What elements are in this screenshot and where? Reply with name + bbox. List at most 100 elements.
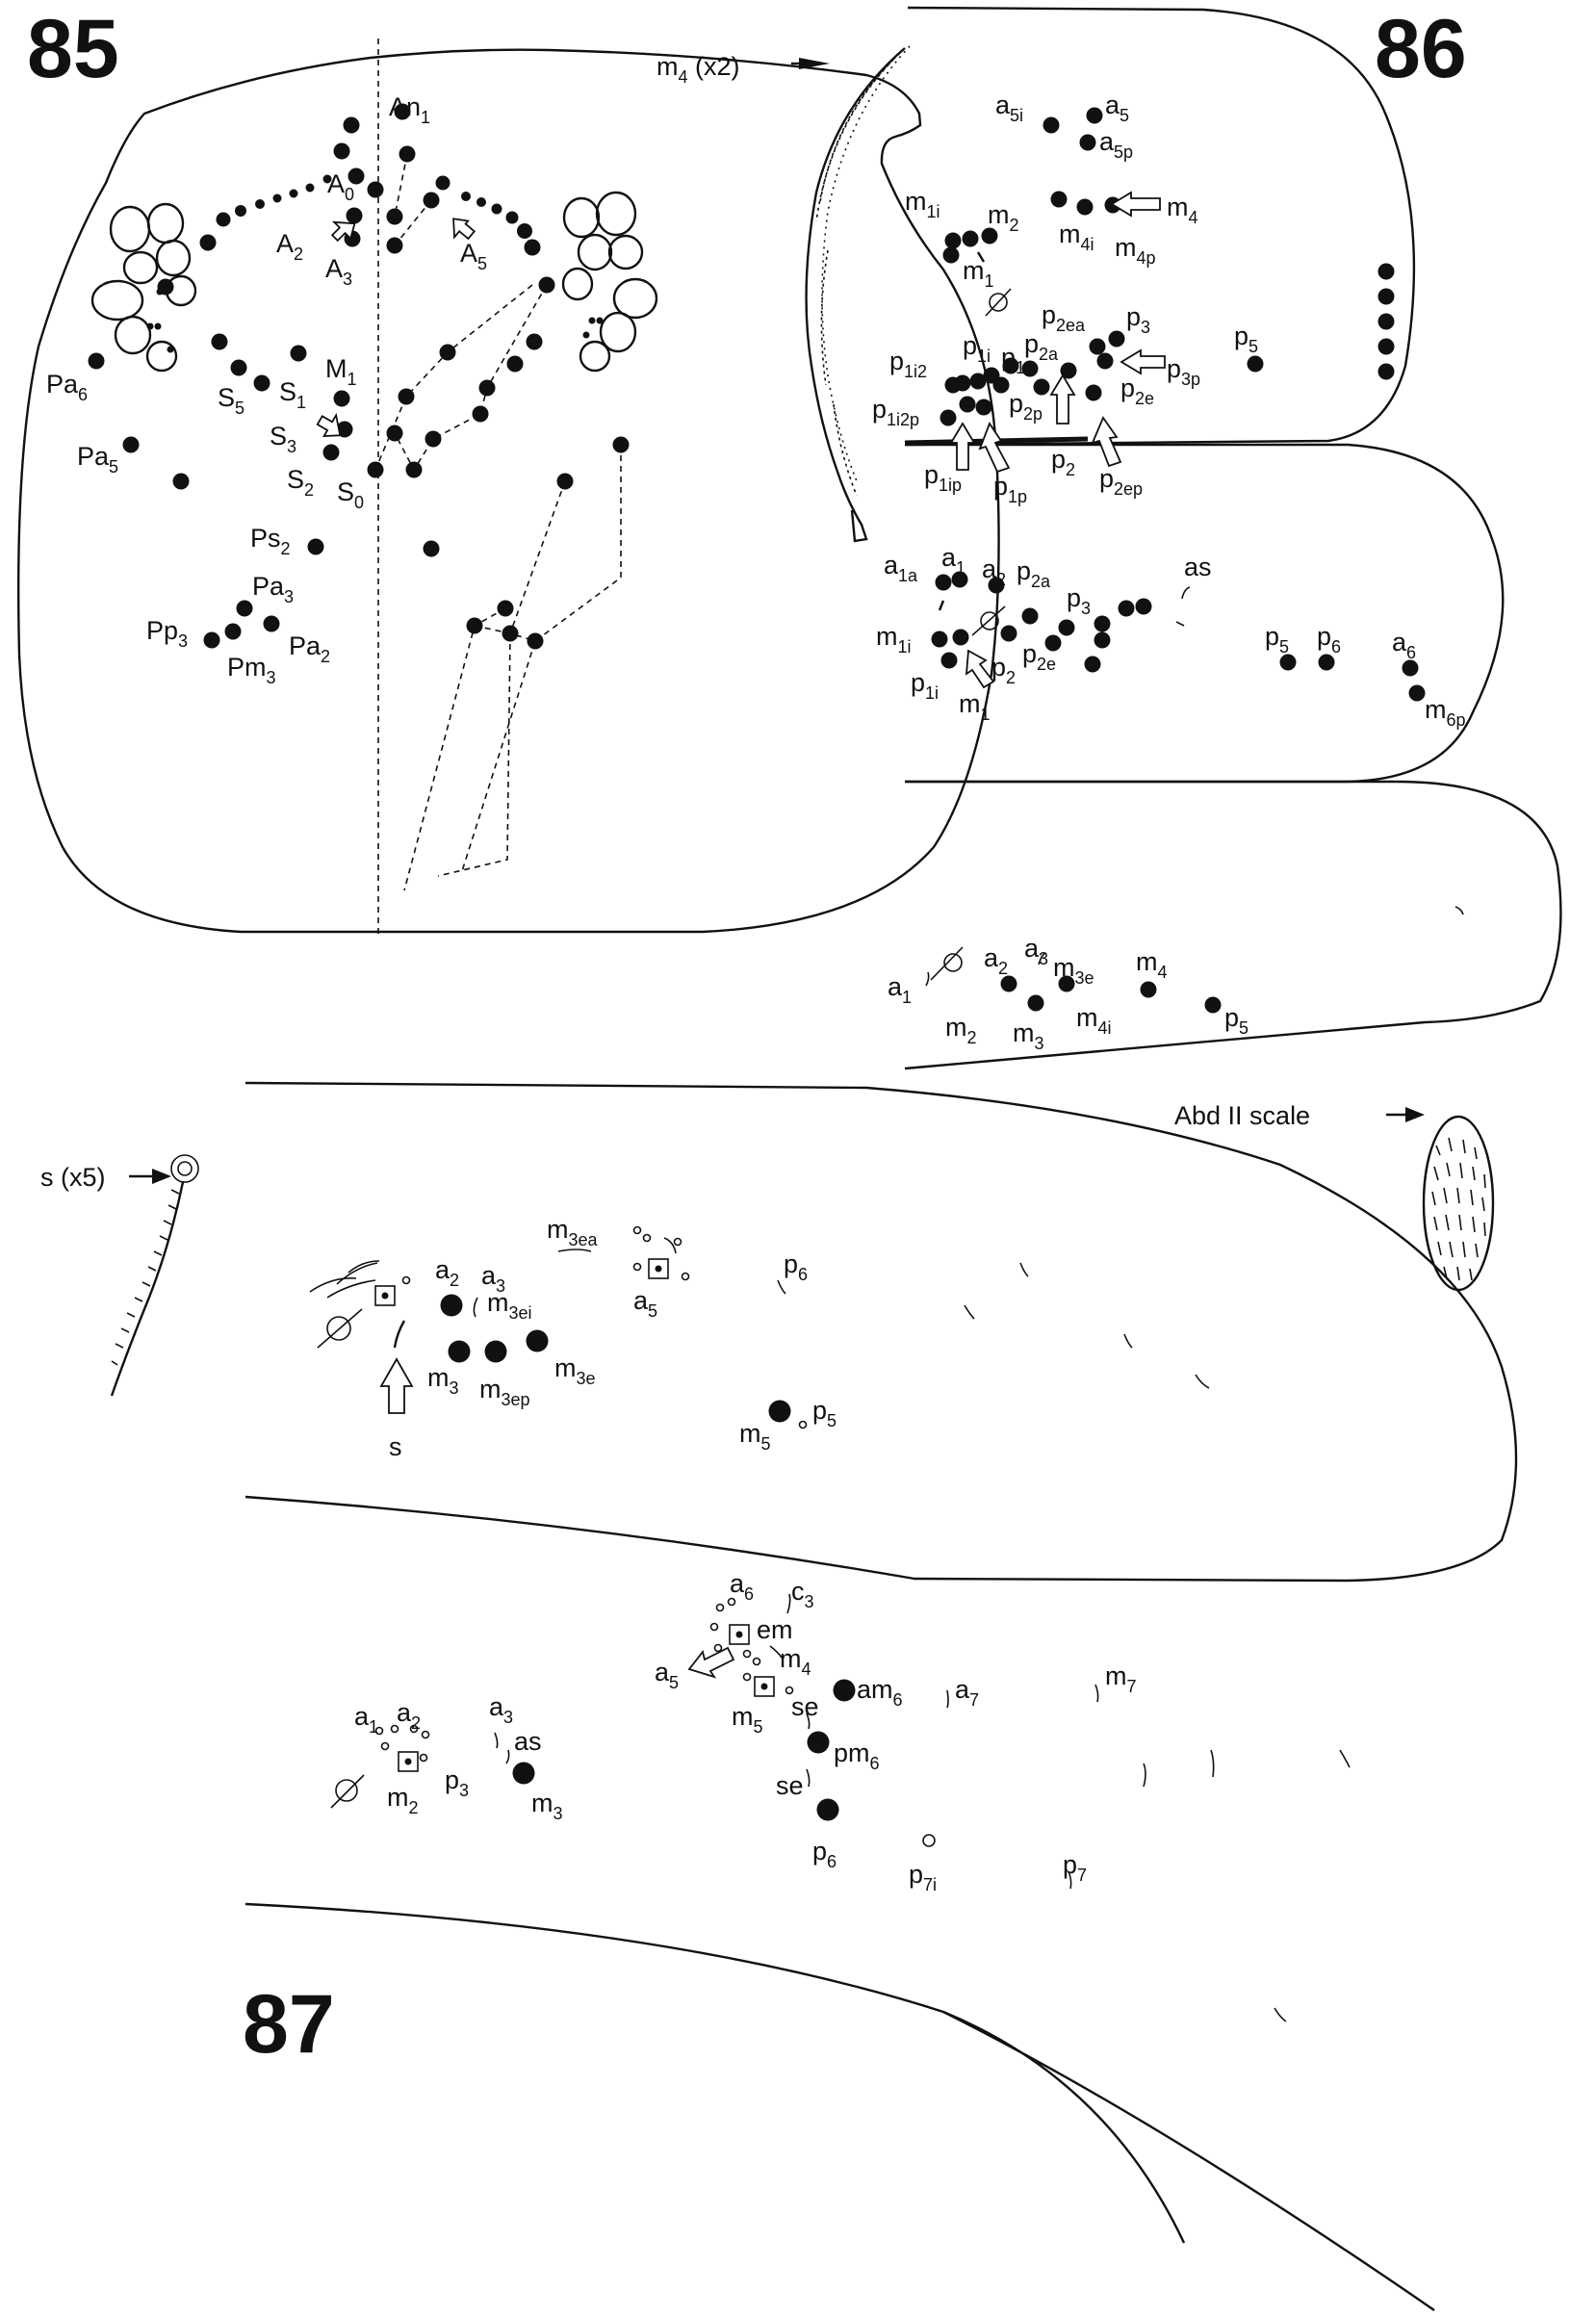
- svg-text:a3: a3: [489, 1692, 513, 1727]
- head-labels: An1 A0 A2 A3 A5 M1 S1 S5 S3 S2 S0 Pa6 Pa…: [46, 92, 487, 687]
- svg-text:m3ea: m3ea: [547, 1215, 599, 1249]
- abdomen-III-lower-outline: [245, 1902, 1186, 2244]
- arrow-p3p-icon: [1120, 348, 1166, 375]
- svg-text:m4: m4: [1167, 193, 1198, 227]
- svg-text:p5: p5: [1265, 622, 1289, 656]
- svg-text:A5: A5: [460, 239, 487, 273]
- abdomen-III-labels: a6 c3 em a5 m4 m5 se am6 a7 m7 a1 a2 a3 …: [354, 1569, 1137, 1894]
- arrow-s1-icon: [316, 412, 342, 438]
- svg-text:a6: a6: [1392, 628, 1416, 662]
- figure-85-head: 85: [16, 3, 1000, 939]
- svg-text:a1: a1: [941, 543, 965, 578]
- svg-text:M1: M1: [325, 354, 357, 389]
- svg-text:p3: p3: [1067, 583, 1091, 618]
- svg-text:m2: m2: [945, 1013, 977, 1047]
- svg-text:s (x5): s (x5): [40, 1163, 106, 1192]
- svg-text:Ps2: Ps2: [250, 524, 291, 558]
- s-seta-drawing: [110, 1181, 185, 1397]
- svg-text:m4i: m4i: [1076, 1003, 1112, 1038]
- svg-text:a2: a2: [982, 554, 1006, 589]
- svg-text:m1: m1: [959, 689, 991, 724]
- svg-text:S2: S2: [287, 465, 314, 500]
- abdomen-III-lower-outline-inner: [942, 2010, 1435, 2311]
- svg-text:p5: p5: [1224, 1003, 1248, 1038]
- thorax-II-labels: a5i a5 a5p m1i m2 m1 m4i m4p m4 p2ea p3 …: [872, 90, 1258, 506]
- svg-text:m5: m5: [739, 1419, 771, 1454]
- svg-text:m1i: m1i: [905, 187, 940, 221]
- svg-text:p6: p6: [812, 1837, 837, 1871]
- svg-text:m5: m5: [732, 1702, 763, 1737]
- thorax-II-outline: [904, 6, 1416, 447]
- svg-text:p1: p1: [1001, 343, 1025, 377]
- arrow-a5-abd3-icon: [687, 1646, 735, 1679]
- svg-text:m4: m4: [780, 1644, 811, 1679]
- svg-text:a5: a5: [633, 1286, 657, 1321]
- svg-text:m3: m3: [1013, 1018, 1044, 1053]
- svg-text:a3: a3: [1024, 934, 1048, 968]
- abdomen-II-outline: [245, 1081, 1518, 1583]
- svg-text:A0: A0: [327, 169, 354, 204]
- svg-text:a6: a6: [730, 1569, 754, 1604]
- svg-text:Pa3: Pa3: [252, 572, 294, 606]
- svg-text:as: as: [514, 1727, 542, 1756]
- svg-text:se: se: [776, 1771, 804, 1800]
- thorax-III-outline: [905, 443, 1505, 784]
- svg-text:m3e: m3e: [1053, 953, 1094, 988]
- svg-text:p7i: p7i: [909, 1860, 937, 1894]
- svg-text:S5: S5: [218, 383, 245, 418]
- svg-text:S1: S1: [279, 377, 306, 412]
- svg-text:A3: A3: [325, 254, 352, 289]
- arrow-p1p-icon: [978, 422, 1011, 474]
- svg-text:Pa6: Pa6: [46, 370, 88, 404]
- svg-text:An1: An1: [389, 92, 430, 127]
- arrow-p2-icon: [965, 649, 995, 689]
- svg-text:se: se: [791, 1692, 819, 1721]
- arrow-p2ep-icon: [1091, 416, 1122, 468]
- svg-text:p2ep: p2ep: [1099, 464, 1143, 499]
- svg-text:p2p: p2p: [1009, 389, 1043, 424]
- svg-text:m4p: m4p: [1115, 233, 1156, 268]
- pointer-arrow-icon: [152, 1169, 171, 1184]
- svg-text:m3ep: m3ep: [479, 1375, 530, 1409]
- pointer-arrow-icon: [799, 58, 830, 69]
- thorax-III-chaetae: [931, 571, 1426, 702]
- svg-text:p2a: p2a: [1024, 329, 1059, 364]
- svg-text:a1a: a1a: [884, 551, 918, 585]
- svg-text:p1i: p1i: [963, 331, 991, 366]
- svg-text:p3: p3: [1126, 302, 1150, 337]
- head-chaetae-right: [367, 103, 630, 650]
- svg-text:p6: p6: [784, 1249, 808, 1284]
- svg-text:m2: m2: [387, 1783, 419, 1817]
- pointer-arrow-icon: [1405, 1107, 1425, 1122]
- thorax-II-chaetae: [904, 107, 1395, 446]
- svg-text:m3: m3: [427, 1363, 459, 1398]
- m4-seta-drawing: [805, 47, 906, 543]
- svg-text:p2: p2: [991, 653, 1016, 687]
- svg-text:as: as: [1184, 553, 1212, 581]
- thorax-II-arrows: [949, 191, 1166, 474]
- abdomen-I-labels: a1 a2 a3 m3e m4 m2 m3 m4i p5: [888, 934, 1248, 1053]
- svg-text:a3: a3: [481, 1261, 505, 1296]
- svg-text:p6: p6: [1317, 622, 1341, 656]
- svg-text:a2: a2: [397, 1698, 421, 1733]
- svg-text:a7: a7: [955, 1675, 979, 1710]
- figure-87-abdomen: 87 s (x5): [40, 1081, 1518, 2311]
- svg-text:m3: m3: [531, 1789, 563, 1823]
- svg-text:p5: p5: [812, 1396, 837, 1430]
- svg-text:am6: am6: [857, 1675, 903, 1710]
- svg-text:p5: p5: [1234, 322, 1258, 356]
- arrow-m4-icon: [1110, 191, 1161, 218]
- svg-text:p1ip: p1ip: [924, 460, 962, 495]
- svg-text:m3ei: m3ei: [487, 1288, 532, 1323]
- eye-patch-right: [561, 191, 658, 373]
- svg-text:Pa2: Pa2: [289, 631, 330, 666]
- thorax-III-labels: a1a a1 a2 p2a p3 as m1i p2 p2e p1i m1 p5…: [876, 543, 1466, 730]
- s-x5-inset: s (x5): [40, 1154, 199, 1397]
- svg-text:em: em: [757, 1615, 793, 1644]
- svg-text:pm6: pm6: [834, 1738, 880, 1773]
- head-outline: [16, 48, 1000, 934]
- svg-text:a5: a5: [655, 1658, 679, 1692]
- svg-text:m2: m2: [988, 200, 1019, 235]
- svg-text:p1p: p1p: [993, 472, 1027, 506]
- abdomen-II-labels: m3ea a2 a3 m3ei a5 p6 m3 m3ep m3e s m5 p…: [389, 1215, 837, 1461]
